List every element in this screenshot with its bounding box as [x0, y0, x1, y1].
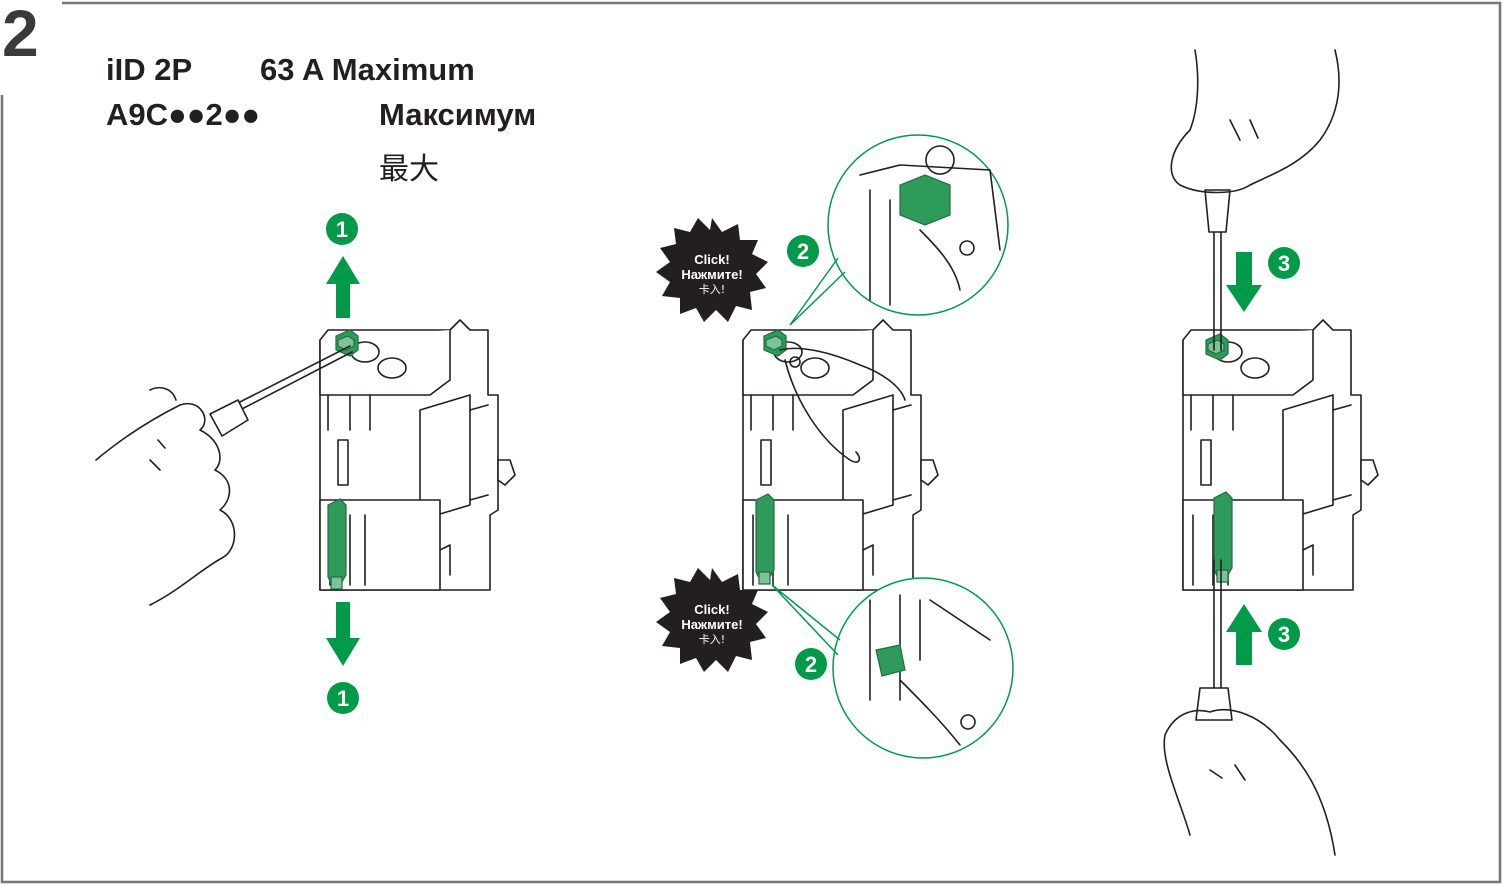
hand-icon — [1163, 709, 1336, 856]
screwdriver-icon — [209, 345, 353, 437]
svg-text:Нажмите!: Нажмите! — [681, 267, 742, 282]
zoom-callout-bottom — [832, 577, 1014, 759]
svg-text:卡入!: 卡入! — [699, 633, 725, 646]
step2-badge-bottom: 2 — [795, 648, 827, 680]
hand-icon — [95, 386, 236, 606]
svg-text:Нажмите!: Нажмите! — [681, 617, 742, 632]
pliers-icon — [779, 347, 906, 463]
click-burst-icon: Click! Нажмите! 卡入! — [656, 568, 768, 672]
click-burst-icon: Click! Нажмите! 卡入! — [656, 218, 768, 322]
step2-badge-top: 2 — [787, 235, 819, 267]
zoom-callout-top — [827, 134, 1009, 316]
model-name: iID 2P — [106, 52, 193, 87]
screwdriver-icon — [1204, 189, 1231, 351]
down-arrow-icon — [1226, 252, 1262, 312]
step3-badge-bottom: 3 — [1268, 618, 1300, 650]
screwdriver-icon — [1195, 559, 1233, 721]
up-arrow-icon — [326, 256, 360, 318]
step1-badge-top: 1 — [326, 213, 358, 245]
svg-text:1: 1 — [337, 686, 349, 711]
model-code: A9C●●2●● — [106, 97, 261, 132]
step3-badge-top: 3 — [1268, 247, 1300, 279]
svg-text:卡入!: 卡入! — [699, 283, 725, 296]
max-current-en: 63 A Maximum — [260, 52, 475, 87]
step1-badge-bottom: 1 — [327, 682, 359, 714]
svg-text:3: 3 — [1278, 622, 1290, 647]
svg-text:3: 3 — [1278, 251, 1290, 276]
callout-bottom-detail — [869, 594, 991, 746]
svg-text:Click!: Click! — [694, 252, 729, 267]
step2-breaker — [742, 319, 939, 591]
max-current-zh: 最大 — [379, 152, 439, 187]
up-arrow-icon — [1226, 604, 1262, 665]
step1-breaker — [319, 319, 516, 591]
step3-breaker — [1182, 319, 1379, 591]
down-arrow-icon — [326, 602, 360, 666]
callout-top-detail — [859, 145, 1001, 306]
svg-text:2: 2 — [797, 239, 809, 264]
max-current-ru: Максимум — [379, 97, 537, 132]
svg-text:1: 1 — [336, 217, 348, 242]
hand-icon — [1170, 49, 1340, 194]
svg-text:2: 2 — [805, 652, 817, 677]
svg-text:Click!: Click! — [694, 602, 729, 617]
step-number: 2 — [2, 0, 39, 70]
